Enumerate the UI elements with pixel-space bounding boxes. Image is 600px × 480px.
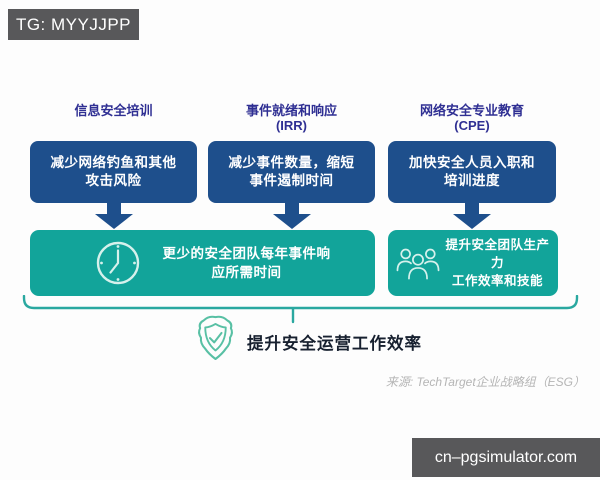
arrow-down-icon	[273, 203, 311, 229]
outcome-line: 更少的安全团队每年事件响	[162, 246, 331, 261]
column-header-training: 信息安全培训	[30, 103, 197, 139]
team-icon	[395, 243, 441, 283]
watermark-badge-bottom: cn–pgsimulator.com	[412, 438, 600, 477]
driver-line: 事件遏制时间	[249, 173, 334, 188]
source-credit: 来源: TechTarget企业战略组（ESG）	[385, 375, 585, 389]
watermark-top-text: TG: MYYJJPP	[15, 14, 132, 34]
driver-line: 攻击风险	[85, 173, 142, 188]
outcome-box-response-time: 更少的安全团队每年事件响 应所需时间	[30, 230, 375, 296]
header-line: 事件就绪和响应	[245, 103, 337, 118]
column-header-cpe: 网络安全专业教育 (CPE)	[388, 103, 556, 139]
brace	[22, 295, 579, 324]
arrow-down-icon	[95, 203, 133, 229]
outcome-line: 应所需时间	[211, 265, 282, 280]
column-header-irr: 事件就绪和响应 (IRR)	[208, 103, 375, 139]
header-line: 信息安全培训	[74, 103, 153, 118]
clock-icon	[92, 237, 144, 289]
driver-box-phishing: 减少网络钓鱼和其他 攻击风险	[30, 141, 197, 203]
driver-line: 减少事件数量，缩短	[228, 155, 355, 170]
driver-line: 培训进度	[444, 173, 500, 188]
arrow-down-icon	[453, 203, 491, 229]
watermark-bottom-text: cn–pgsimulator.com	[434, 448, 578, 466]
header-line: (CPE)	[454, 118, 490, 133]
driver-box-onboarding: 加快安全人员入职和 培训进度	[388, 141, 556, 203]
outcome-line: 工作效率和技能	[451, 274, 543, 288]
outcome-box-productivity: 提升安全团队生产力 工作效率和技能	[388, 230, 558, 296]
shield-check-icon	[198, 315, 233, 361]
driver-line: 加快安全人员入职和	[409, 155, 535, 170]
driver-box-incidents: 减少事件数量，缩短 事件遏制时间	[208, 141, 375, 203]
outcome-line: 提升安全团队生产力	[445, 238, 550, 270]
header-line: 网络安全专业教育	[419, 103, 524, 118]
driver-line: 减少网络钓鱼和其他	[50, 155, 177, 170]
header-line: (IRR)	[275, 118, 308, 133]
summary-text: 提升安全运营工作效率	[247, 335, 422, 353]
watermark-badge-top: TG: MYYJJPP	[8, 9, 139, 40]
